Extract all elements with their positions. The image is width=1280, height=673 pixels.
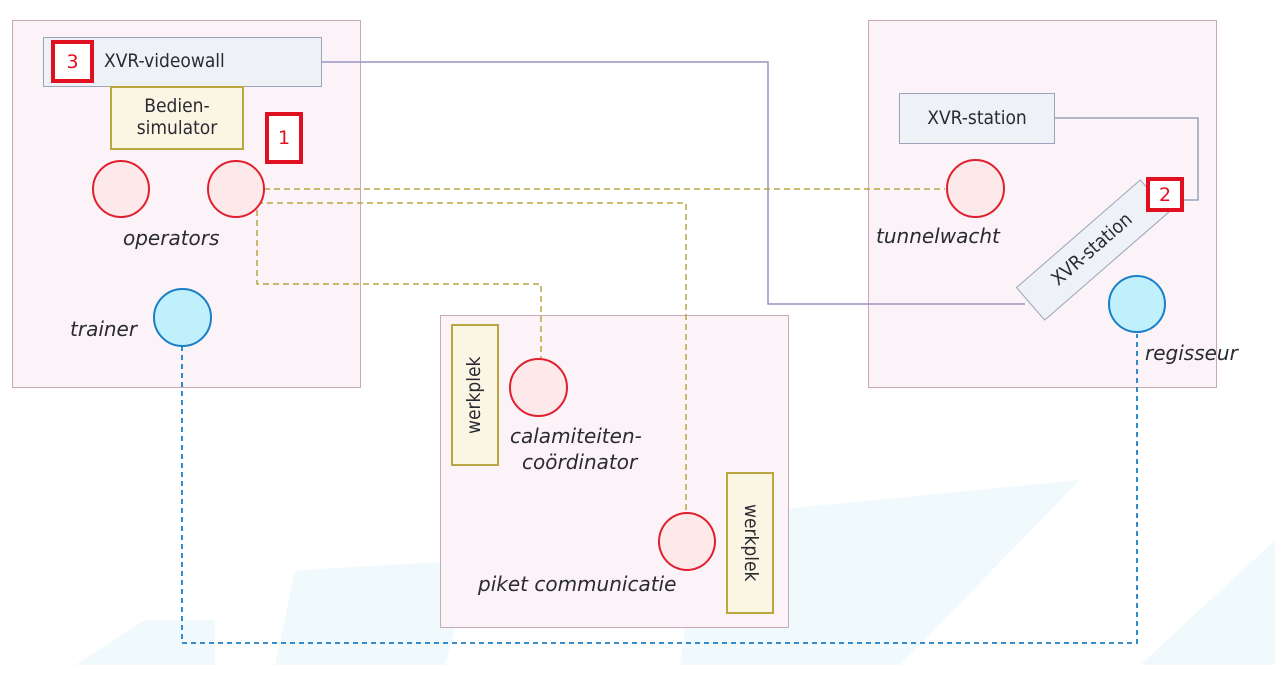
piket-label: piket communicatie	[478, 572, 677, 596]
operator-circle-1	[92, 160, 150, 218]
werkplek-1-label: werkplek	[463, 356, 486, 434]
bediensimulator-line1: Bedien-	[144, 95, 210, 118]
werkplek-2-label: werkplek	[739, 504, 762, 582]
bediensimulator-line2: simulator	[136, 117, 218, 139]
background-shape	[75, 620, 215, 665]
regisseur-circle	[1108, 275, 1166, 333]
tunnelwacht-circle	[946, 159, 1005, 218]
xvr-videowall-label: XVR-videowall	[104, 50, 225, 73]
bediensimulator: Bedien- simulator	[110, 86, 244, 150]
xvr-station-1-label: XVR-station	[927, 106, 1027, 129]
calamiteiten-line2: coördinator	[522, 450, 638, 474]
xvr-station-1: XVR-station	[899, 93, 1055, 144]
badge-2-label: 2	[1158, 183, 1172, 206]
badge-1: 1	[265, 112, 303, 164]
badge-1-label: 1	[277, 127, 291, 149]
werkplek-2: werkplek	[726, 472, 774, 614]
tunnelwacht-label: tunnelwacht	[876, 224, 1000, 248]
piket-circle	[658, 512, 716, 571]
regisseur-label: regisseur	[1145, 341, 1238, 365]
background-shape	[1140, 540, 1275, 665]
operators-label: operators	[123, 226, 220, 250]
trainer-circle	[153, 288, 212, 347]
werkplek-1: werkplek	[451, 324, 499, 466]
badge-2: 2	[1146, 177, 1184, 212]
calamiteiten-label: calamiteiten- coördinator	[510, 423, 642, 475]
trainer-label: trainer	[70, 317, 138, 341]
badge-3: 3	[51, 40, 94, 83]
calamiteiten-circle	[509, 358, 568, 417]
badge-3-label: 3	[66, 50, 79, 73]
operator-circle-2	[207, 160, 265, 218]
calamiteiten-line1: calamiteiten-	[510, 424, 642, 448]
